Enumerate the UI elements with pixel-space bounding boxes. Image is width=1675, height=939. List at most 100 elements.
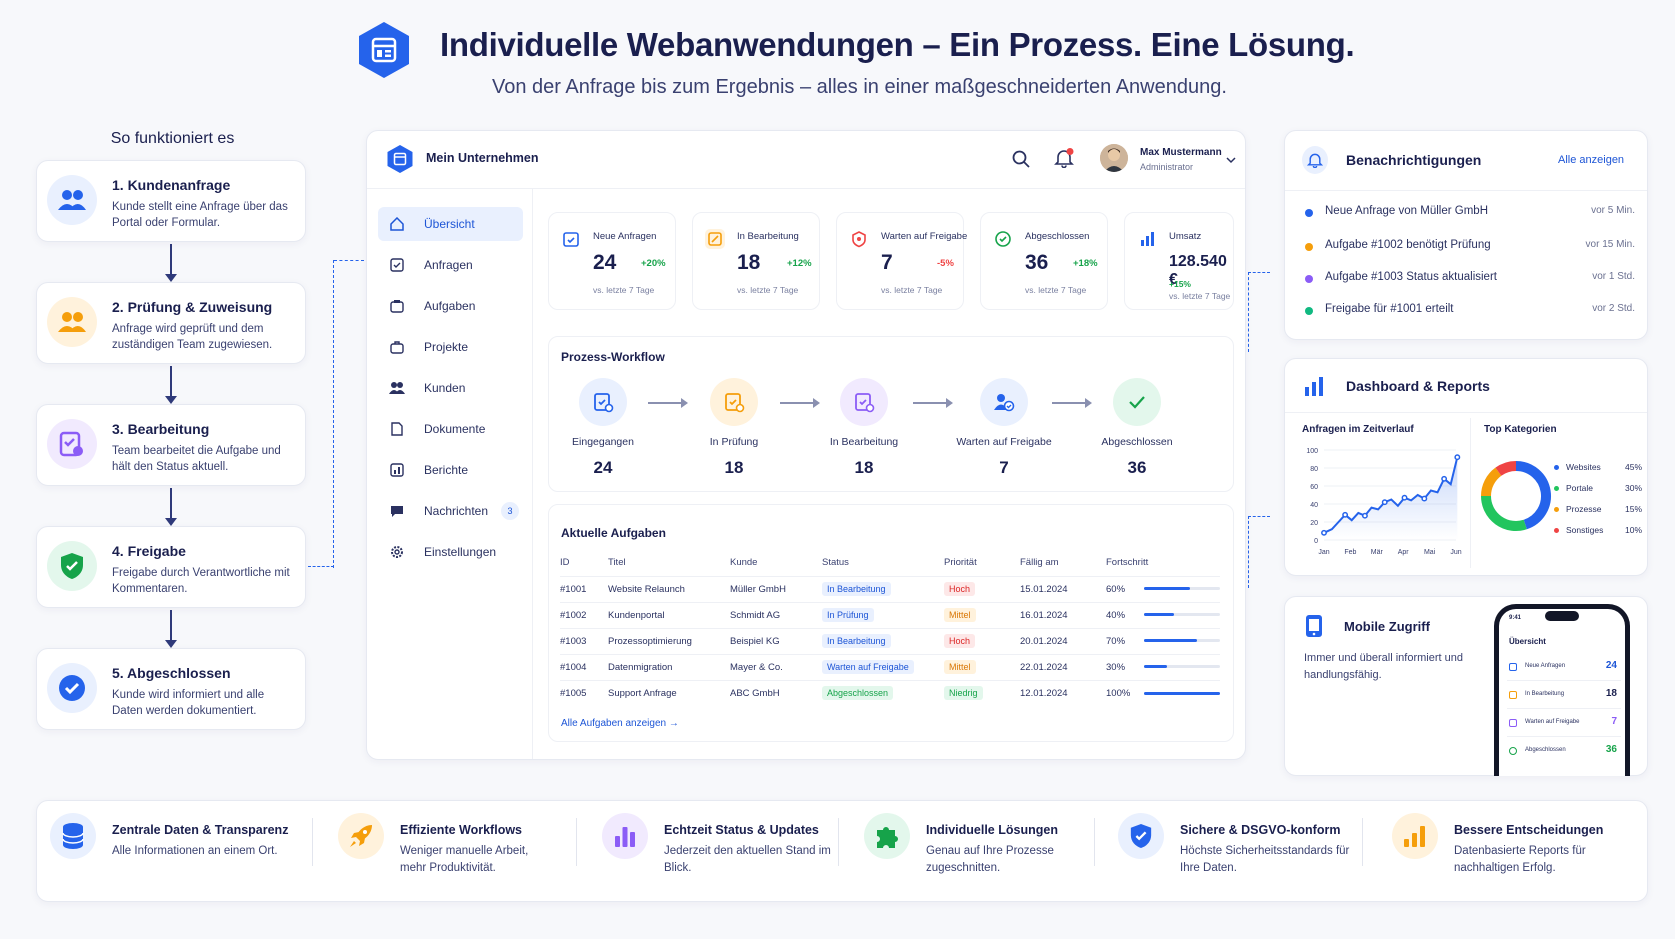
phone-kpi-value: 18: [1605, 688, 1617, 699]
workflow-step[interactable]: Abgeschlossen 36: [1082, 378, 1192, 478]
kpi-value: 36: [1025, 251, 1049, 274]
kpi-value: 24: [593, 251, 617, 274]
notification-time: vor 2 Std.: [1592, 303, 1635, 314]
column-header[interactable]: Titel: [608, 557, 626, 569]
user-name: Max Mustermann: [1140, 147, 1222, 158]
feature-item: Sichere & DSGVO-konform Höchste Sicherhe…: [1118, 805, 1349, 875]
task-progress: 30%: [1106, 661, 1126, 673]
line-chart-title: Anfragen im Zeitverlauf: [1302, 424, 1414, 435]
table-row[interactable]: #1003 Prozessoptimierung Beispiel KG In …: [560, 627, 1220, 654]
column-header[interactable]: Fortschritt: [1106, 557, 1149, 569]
kpi-sub: vs. letzte 7 Tage: [593, 285, 655, 295]
notification-time: vor 5 Min.: [1591, 205, 1635, 216]
approval-icon: [980, 378, 1028, 426]
table-row[interactable]: #1004 Datenmigration Mayer & Co. Warten …: [560, 653, 1220, 680]
task-id: #1005: [560, 679, 608, 706]
task-id: #1003: [560, 627, 608, 654]
avatar[interactable]: [1100, 144, 1128, 172]
workflow-panel: [548, 336, 1234, 492]
priority-badge: Hoch: [944, 634, 976, 648]
sidebar-item-anfragen[interactable]: Anfragen: [378, 248, 523, 282]
table-row[interactable]: #1005 Support Anfrage ABC GmbH Abgeschlo…: [560, 679, 1220, 706]
team-icon: [47, 297, 97, 347]
notifications-title: Benachrichtigungen: [1346, 152, 1482, 168]
progress-fill: [1144, 587, 1190, 591]
chat-icon: [388, 504, 406, 518]
sidebar-item-dokumente[interactable]: Dokumente: [378, 412, 523, 446]
all-tasks-link[interactable]: Alle Aufgaben anzeigen →: [561, 718, 679, 729]
growth-chart-icon: [1392, 813, 1438, 859]
kpi-card[interactable]: In Bearbeitung 18 +12% vs. letzte 7 Tage: [692, 212, 820, 310]
column-header[interactable]: Status: [822, 557, 849, 569]
briefcase-icon: [388, 340, 406, 354]
phone-kpi-label: Neue Anfragen: [1525, 663, 1566, 669]
table-row[interactable]: #1001 Website Relaunch Müller GmbH In Be…: [560, 575, 1220, 602]
x-tick-label: Mai: [1424, 549, 1436, 556]
workflow-step-value: 7: [999, 458, 1009, 477]
x-tick-label: Jan: [1318, 549, 1329, 556]
column-header[interactable]: Kunde: [730, 557, 758, 569]
table-row[interactable]: #1002 Kundenportal Schmidt AG In Prüfung…: [560, 601, 1220, 628]
task-id: #1001: [560, 575, 608, 602]
bell-icon[interactable]: [1054, 148, 1074, 169]
column-header[interactable]: Priorität: [944, 557, 977, 569]
task-progress: 70%: [1106, 635, 1126, 647]
chevron-down-icon[interactable]: [1226, 152, 1236, 164]
inbox-check-icon: [388, 258, 406, 272]
kpi-card[interactable]: Abgeschlossen 36 +18% vs. letzte 7 Tage: [980, 212, 1108, 310]
priority-badge: Mittel: [944, 608, 976, 622]
kpi-sub: vs. letzte 7 Tage: [1025, 285, 1087, 295]
step-card: 3. Bearbeitung Team bearbeitet die Aufga…: [36, 404, 306, 486]
sidebar-item-uebersicht[interactable]: Übersicht: [378, 207, 523, 241]
workflow-step[interactable]: In Prüfung 18: [679, 378, 789, 478]
search-icon[interactable]: [1012, 150, 1030, 168]
kpi-card[interactable]: Neue Anfragen 24 +20% vs. letzte 7 Tage: [548, 212, 676, 310]
sidebar-item-kunden[interactable]: Kunden: [378, 371, 523, 405]
sidebar-item-berichte[interactable]: Berichte: [378, 453, 523, 487]
phone-kpi-label: Abgeschlossen: [1525, 747, 1566, 753]
workflow-step[interactable]: In Bearbeitung 18: [809, 378, 919, 478]
sidebar-item-einstellungen[interactable]: Einstellungen: [378, 535, 523, 569]
flow-arrow: [165, 488, 177, 526]
column-header[interactable]: Fällig am: [1020, 557, 1059, 569]
column-header[interactable]: ID: [560, 557, 570, 569]
flow-arrow: [165, 366, 177, 404]
feature-desc: Jederzeit den aktuellen Stand im Blick.: [664, 845, 831, 874]
connector-arrow: [334, 260, 364, 261]
step-title: 3. Bearbeitung: [112, 421, 210, 437]
progress-bar: [1144, 613, 1220, 617]
all-notifications-link[interactable]: Alle anzeigen: [1558, 154, 1625, 166]
status-badge: Abgeschlossen: [822, 686, 894, 701]
sidebar-item-aufgaben[interactable]: Aufgaben: [378, 289, 523, 323]
workflow-step[interactable]: Warten auf Freigabe 7: [949, 378, 1059, 478]
connector-arrow: [1248, 272, 1270, 273]
kpi-sub: vs. letzte 7 Tage: [1169, 291, 1231, 301]
task-title: Kundenportal: [608, 601, 730, 628]
workflow-step[interactable]: Eingegangen 24: [548, 378, 658, 478]
legend-label: Portale: [1566, 483, 1593, 493]
kpi-card[interactable]: Umsatz 128.540 € +15% vs. letzte 7 Tage: [1124, 212, 1234, 310]
status-badge: In Bearbeitung: [822, 582, 891, 596]
task-id: #1002: [560, 601, 608, 628]
step-desc: Kunde stellt eine Anfrage über das Porta…: [112, 201, 288, 229]
sidebar-item-label: Nachrichten: [424, 504, 489, 518]
priority-badge: Niedrig: [944, 686, 983, 701]
x-tick-label: Jun: [1450, 549, 1461, 556]
data-point: [1421, 495, 1428, 502]
sidebar-item-projekte[interactable]: Projekte: [378, 330, 523, 364]
status-badge: Warten auf Freigabe: [822, 660, 914, 674]
kpi-card[interactable]: Warten auf Freigabe 7 -5% vs. letzte 7 T…: [836, 212, 967, 310]
data-point: [1401, 494, 1408, 501]
tasks-title: Aktuelle Aufgaben: [561, 526, 666, 540]
